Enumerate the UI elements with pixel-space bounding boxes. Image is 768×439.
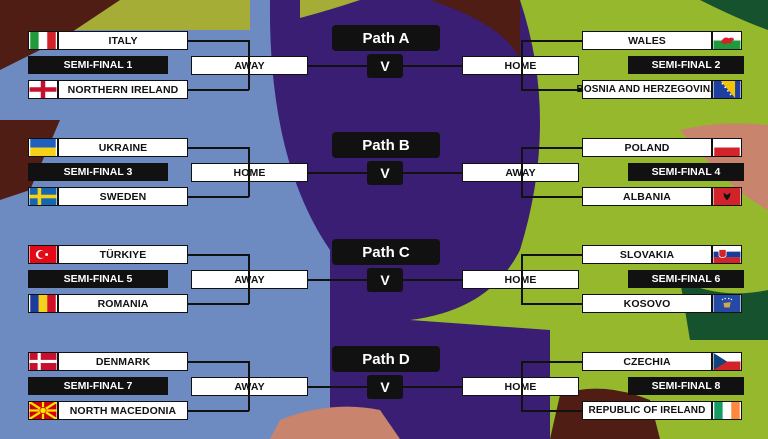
semi-final-label: SEMI-FINAL 4 — [628, 163, 744, 181]
bracket-line — [308, 279, 367, 281]
bracket-line — [403, 279, 462, 281]
bracket-line — [521, 40, 523, 90]
semi-final-label: SEMI-FINAL 8 — [628, 377, 744, 395]
italy-flag-icon — [28, 31, 58, 50]
venue-box: HOME — [462, 377, 579, 396]
bracket-line — [188, 303, 249, 305]
bracket-line — [308, 65, 367, 67]
venue-box: AWAY — [462, 163, 579, 182]
bracket-line — [248, 40, 250, 90]
path-title: Path A — [332, 25, 440, 51]
team-box: UKRAINE — [58, 138, 188, 157]
turkiye-flag-icon — [28, 245, 58, 264]
bracket-line — [248, 361, 250, 411]
bracket-line — [308, 386, 367, 388]
romania-flag-icon — [28, 294, 58, 313]
bracket-line — [521, 410, 582, 412]
venue-box: HOME — [462, 270, 579, 289]
team-box: BOSNIA AND HERZEGOVINA — [577, 80, 717, 99]
bracket-line — [248, 254, 250, 304]
bracket-line — [188, 254, 249, 256]
czechia-flag-icon — [712, 352, 742, 371]
team-box: NORTHERN IRELAND — [58, 80, 188, 99]
slovakia-flag-icon — [712, 245, 742, 264]
kosovo-flag-icon — [712, 294, 742, 313]
semi-final-label: SEMI-FINAL 5 — [28, 270, 168, 288]
team-box: SWEDEN — [58, 187, 188, 206]
denmark-flag-icon — [28, 352, 58, 371]
bracket-line — [521, 361, 582, 363]
team-box: NORTH MACEDONIA — [58, 401, 188, 420]
team-box: ROMANIA — [58, 294, 188, 313]
bracket-line — [308, 172, 367, 174]
team-box: POLAND — [582, 138, 712, 157]
team-box: TÜRKIYE — [58, 245, 188, 264]
bracket-line — [188, 410, 249, 412]
bracket-line — [521, 40, 582, 42]
bracket-line — [188, 147, 249, 149]
albania-flag-icon — [712, 187, 742, 206]
bracket-line — [521, 196, 582, 198]
venue-box: HOME — [462, 56, 579, 75]
bracket-line — [521, 254, 582, 256]
bracket-line — [521, 89, 582, 91]
path-title: Path B — [332, 132, 440, 158]
bracket-line — [521, 254, 523, 304]
team-box: REPUBLIC OF IRELAND — [582, 401, 712, 420]
bracket-line — [188, 89, 249, 91]
northern-ireland-flag-icon — [28, 80, 58, 99]
bracket-line — [403, 172, 462, 174]
bracket-line — [188, 40, 249, 42]
semi-final-label: SEMI-FINAL 3 — [28, 163, 168, 181]
venue-box: AWAY — [191, 56, 308, 75]
wales-flag-icon — [712, 31, 742, 50]
team-box: KOSOVO — [582, 294, 712, 313]
bracket-line — [521, 147, 582, 149]
bracket-line — [248, 147, 250, 197]
venue-box: AWAY — [191, 270, 308, 289]
team-box: DENMARK — [58, 352, 188, 371]
team-box: SLOVAKIA — [582, 245, 712, 264]
bracket-line — [521, 361, 523, 411]
bracket-line — [188, 361, 249, 363]
versus-label: V — [367, 161, 403, 185]
semi-final-label: SEMI-FINAL 7 — [28, 377, 168, 395]
ireland-flag-icon — [712, 401, 742, 420]
versus-label: V — [367, 375, 403, 399]
bracket-line — [188, 196, 249, 198]
bracket-line — [521, 147, 523, 197]
bracket-line — [521, 303, 582, 305]
venue-box: AWAY — [191, 377, 308, 396]
poland-flag-icon — [712, 138, 742, 157]
versus-label: V — [367, 54, 403, 78]
team-box: ALBANIA — [582, 187, 712, 206]
semi-final-label: SEMI-FINAL 6 — [628, 270, 744, 288]
path-title: Path D — [332, 346, 440, 372]
semi-final-label: SEMI-FINAL 2 — [628, 56, 744, 74]
bracket-line — [403, 386, 462, 388]
semi-final-label: SEMI-FINAL 1 — [28, 56, 168, 74]
team-box: CZECHIA — [582, 352, 712, 371]
sweden-flag-icon — [28, 187, 58, 206]
versus-label: V — [367, 268, 403, 292]
venue-box: HOME — [191, 163, 308, 182]
ukraine-flag-icon — [28, 138, 58, 157]
team-box: ITALY — [58, 31, 188, 50]
path-title: Path C — [332, 239, 440, 265]
team-box: WALES — [582, 31, 712, 50]
north-macedonia-flag-icon — [28, 401, 58, 420]
bosnia-flag-icon — [712, 80, 742, 99]
bracket-line — [403, 65, 462, 67]
